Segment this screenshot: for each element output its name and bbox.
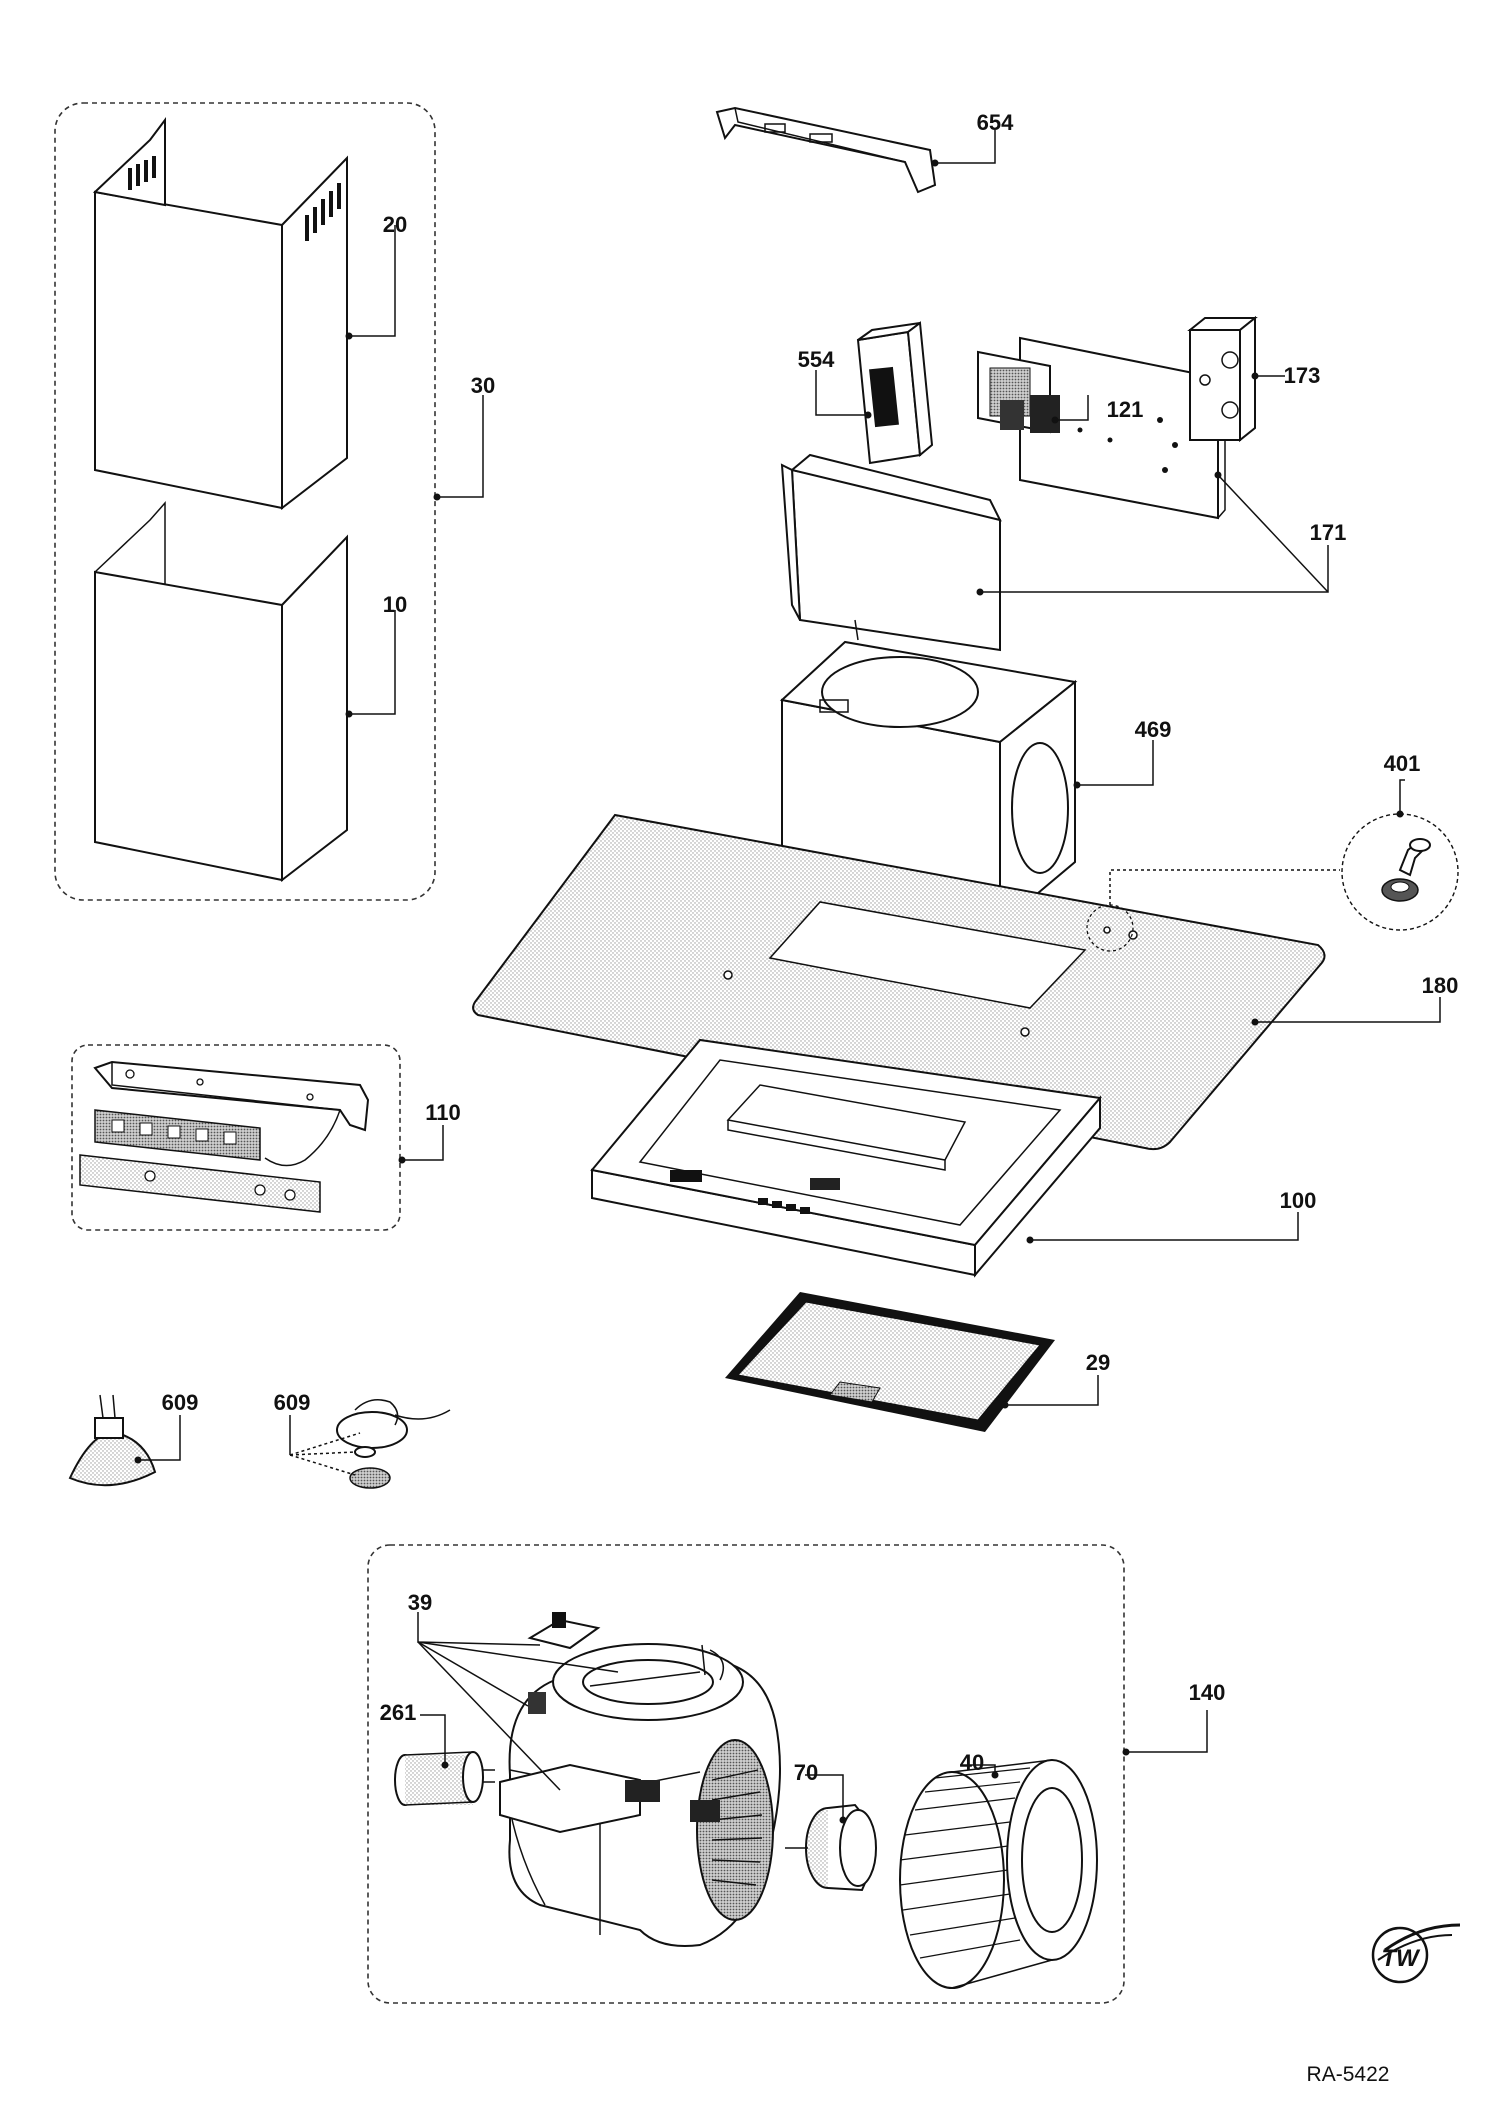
capacitor-part: 261 bbox=[380, 1700, 495, 1806]
callout-654: 654 bbox=[977, 110, 1014, 135]
callout-609-right: 609 bbox=[274, 1390, 311, 1415]
electronic-board-part: 121 bbox=[977, 336, 1226, 520]
callout-39: 39 bbox=[408, 1590, 432, 1615]
chimney-group-box bbox=[54, 102, 436, 901]
halogen-lamp-part: 609 bbox=[68, 1390, 199, 1487]
wall-bracket-part: 654 bbox=[715, 106, 1014, 194]
motor-part: 70 bbox=[785, 1760, 877, 1892]
screw-detail-part: 401 bbox=[1341, 751, 1459, 931]
callout-173: 173 bbox=[1284, 363, 1321, 388]
chimney-group: 20 30 10 bbox=[54, 102, 495, 901]
callout-40: 40 bbox=[960, 1750, 984, 1775]
callout-171: 171 bbox=[1310, 520, 1347, 545]
control-group-box bbox=[71, 1044, 401, 1231]
callout-180: 180 bbox=[1422, 973, 1459, 998]
callout-401: 401 bbox=[1384, 751, 1421, 776]
hood-body-part: 100 bbox=[590, 1038, 1317, 1278]
callout-469: 469 bbox=[1135, 717, 1172, 742]
callout-140: 140 bbox=[1189, 1680, 1226, 1705]
logo-text: TW bbox=[1381, 1945, 1421, 1972]
callout-10: 10 bbox=[383, 592, 407, 617]
lower-chimney-part bbox=[94, 501, 348, 883]
lamp-holder-part: 609 bbox=[274, 1390, 451, 1489]
callout-29: 29 bbox=[1086, 1350, 1110, 1375]
callout-30: 30 bbox=[471, 373, 495, 398]
brand-logo-icon: TW bbox=[1371, 1923, 1461, 1984]
callout-121: 121 bbox=[1107, 397, 1144, 422]
callout-609-left: 609 bbox=[162, 1390, 199, 1415]
transformer-part: 554 bbox=[798, 321, 934, 465]
drawing-id: RA-5422 bbox=[1307, 2063, 1390, 2086]
callout-110: 110 bbox=[425, 1100, 461, 1125]
junction-box-part: 173 bbox=[1187, 315, 1321, 443]
motor-cover-part: 171 bbox=[780, 453, 1347, 652]
blower-group: 261 39 70 bbox=[367, 1544, 1226, 2004]
control-group: 110 bbox=[71, 1044, 461, 1231]
callout-20: 20 bbox=[383, 212, 407, 237]
grease-filter-part: 29 bbox=[725, 1292, 1110, 1432]
connector-part: 39 bbox=[408, 1590, 720, 1822]
blower-group-box bbox=[367, 1544, 1125, 2004]
callout-100: 100 bbox=[1280, 1188, 1317, 1213]
upper-chimney-part bbox=[92, 117, 348, 511]
callout-554: 554 bbox=[798, 347, 835, 372]
fan-wheel-part: 40 bbox=[899, 1750, 1098, 1989]
callout-70: 70 bbox=[794, 1760, 818, 1785]
callout-261: 261 bbox=[380, 1700, 417, 1725]
glass-panel-part: 180 bbox=[472, 813, 1459, 1151]
